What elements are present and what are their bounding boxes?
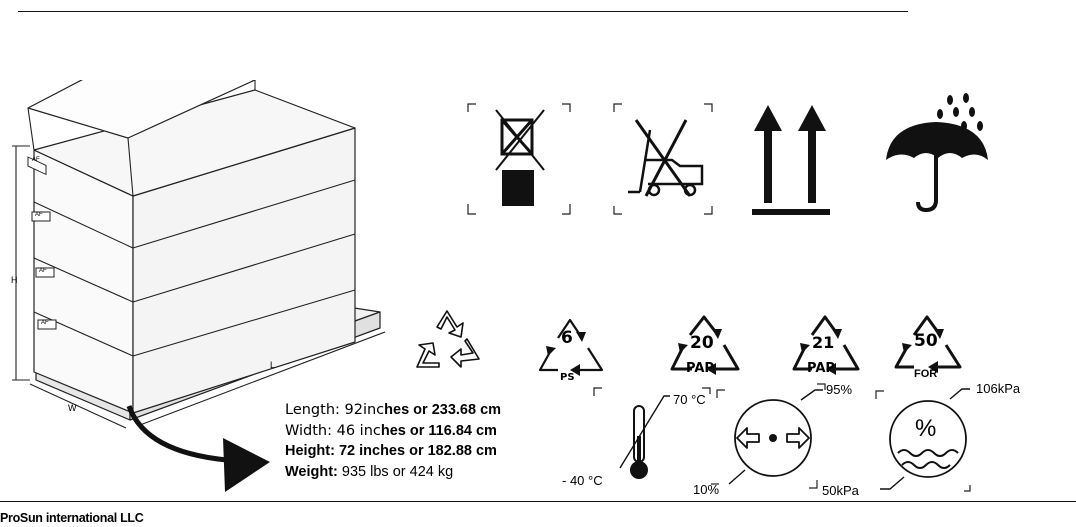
pallet-illustration [12,80,386,429]
length-label: Length: 92inc [285,402,385,418]
height-line: Height: 72 inches or 182.88 cm [285,441,501,462]
weight-label: Weight: [285,463,338,480]
humidity-max: 95% [826,382,853,397]
recycling-code-icon [670,315,740,375]
pallet-length-label: L [270,360,276,370]
pressure-min: 50kPa [822,483,859,498]
recycling-code-label: PS [560,372,575,383]
this-way-up-icon [752,105,830,215]
height-label: Height: 72 inches or 182.88 cm [285,443,497,459]
pallet-box-label: AF [35,212,43,218]
keep-dry-umbrella-icon [886,93,988,213]
thermometer-icon [593,387,711,479]
recycling-code-icon [894,315,962,373]
top-rule [18,11,908,12]
weight-line: Weight: 935 lbs or 424 kg [285,462,501,483]
recycle-icon [416,310,480,368]
recycling-code-number: 6 [561,328,573,348]
pressure-max: 106kPa [976,381,1021,396]
length-line: Length: 92inches or 233.68 cm [285,400,501,421]
do-not-stack-icon [467,103,571,215]
recycling-code-label: PAP [686,361,714,376]
pallet-height-label: H [11,275,18,285]
recycling-code-label: FOR [914,368,938,380]
recycling-code-number: 50 [914,331,938,351]
pallet-box-label: AF [32,157,40,163]
pallet-box-label: AF [41,320,49,326]
width-label: Width: 46 inc [285,422,381,439]
pallet-box-label: AF [39,268,47,274]
recycling-code-label: PAP [807,361,835,376]
temperature-max: 70 °C [673,392,706,407]
recycling-code-number: 20 [690,333,714,353]
temperature-min: - 40 °C [562,473,603,488]
pressure-icon [875,388,971,492]
humidity-icon [711,383,826,489]
no-forklift-icon [613,103,713,215]
length-value: hes or 233.68 cm [384,402,502,418]
recycling-code-number: 21 [812,333,835,352]
company-name: ProSun international LLC [0,511,144,525]
recycling-code-icon [538,318,604,376]
curved-arrow-icon [126,405,270,492]
humidity-min: 10% [693,482,720,497]
pressure-percent-symbol: % [915,415,937,442]
weight-value: 935 lbs or 424 kg [341,463,454,480]
recycling-code-icon [792,315,860,375]
pallet-width-label: W [68,403,77,413]
width-value: hes or 116.84 cm [380,422,497,439]
width-line: Width: 46 inches or 116.84 cm [285,421,501,442]
dimensions-block: Length: 92inches or 233.68 cm Width: 46 … [285,400,501,482]
bottom-rule [0,501,1076,502]
